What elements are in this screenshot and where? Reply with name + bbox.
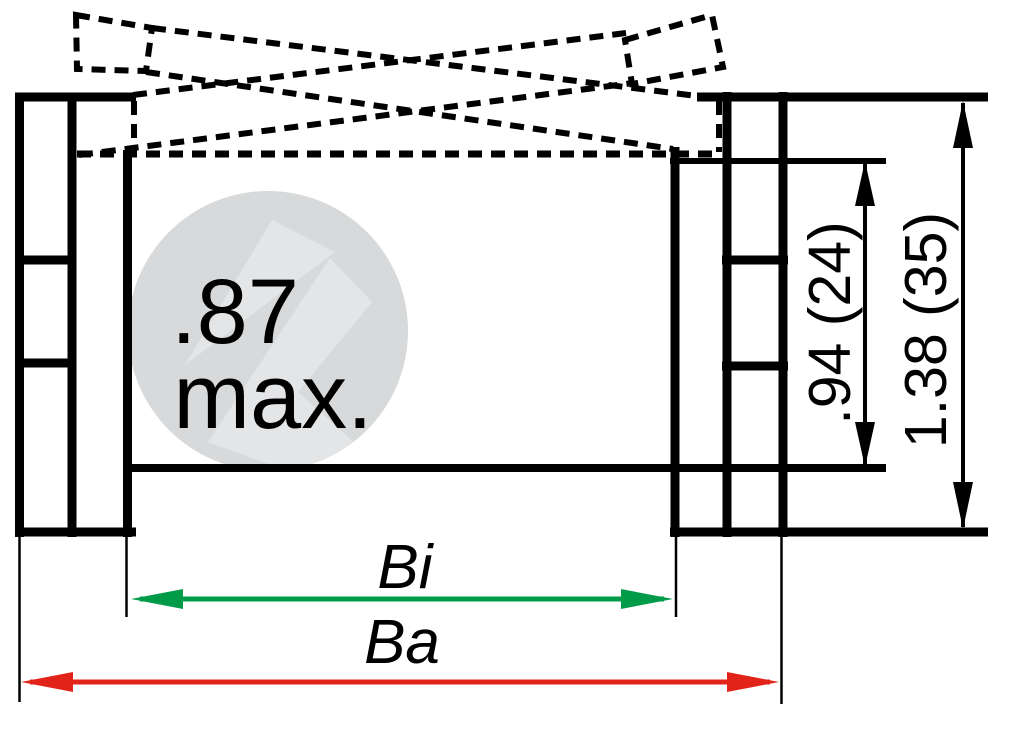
left-side-plate — [15, 92, 136, 537]
watermark-arrow-band — [208, 258, 378, 471]
watermark-arrow-icon — [185, 220, 335, 365]
right-endcap-dashed — [621, 11, 727, 88]
outer-width-arrow-left-icon — [21, 672, 73, 692]
inner-height-arrow-up-icon — [855, 161, 875, 206]
dimension-inner-height: .94 (24) — [797, 161, 875, 467]
outer-width-label: Ba — [364, 608, 440, 677]
inner-width-arrow-left-icon — [131, 589, 183, 609]
watermark: .87 max. — [128, 191, 408, 471]
crossbar-edge-d — [78, 80, 634, 158]
inner-width-label: Bi — [377, 533, 434, 602]
inner-height-arrow-down-icon — [855, 422, 875, 467]
inner-width-arrow-right-icon — [621, 589, 673, 609]
inner-height-label: .94 (24) — [797, 221, 863, 424]
open-crossbar-dashed — [72, 11, 727, 158]
outer-height-arrow-down-icon — [953, 482, 973, 529]
left-endcap-dashed — [72, 11, 156, 75]
outer-height-arrow-up-icon — [953, 101, 973, 148]
watermark-circle — [128, 191, 408, 471]
outer-width-arrow-right-icon — [727, 672, 779, 692]
dimension-outer-height: 1.38 (35) — [893, 101, 973, 529]
dimension-outer-width: Ba — [21, 608, 779, 692]
max-height-qualifier: max. — [173, 346, 372, 448]
crossbar-edge-c — [132, 30, 627, 98]
extension-lines — [18, 536, 783, 704]
outer-height-label: 1.38 (35) — [893, 212, 959, 448]
dimension-inner-width: Bi — [131, 533, 673, 609]
max-height-value: .87 — [171, 261, 299, 363]
